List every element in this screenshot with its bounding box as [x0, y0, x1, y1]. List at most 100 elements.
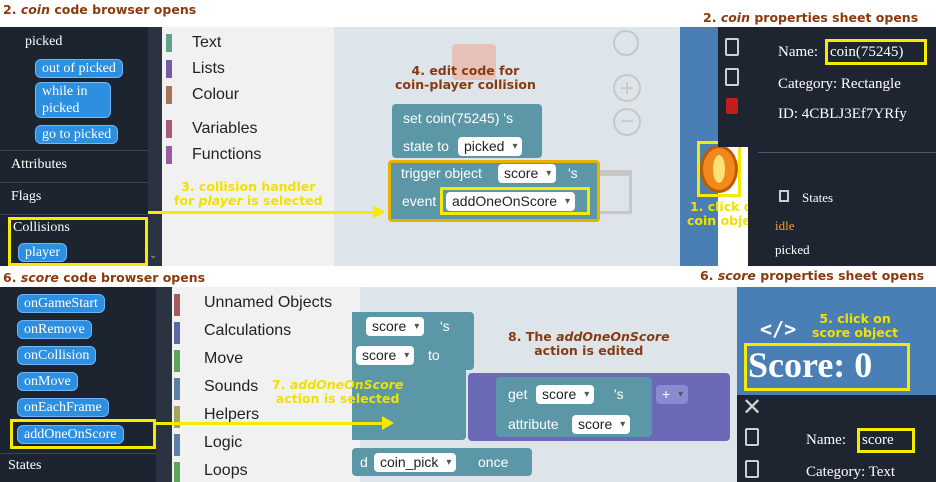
category-color-colour [166, 86, 172, 104]
highlight-score-object [744, 343, 910, 391]
copy-icon[interactable] [725, 38, 739, 56]
arrow-collision-line [148, 211, 373, 214]
pill-add-one-on-score[interactable]: addOneOnScore [17, 425, 124, 444]
event-dropdown[interactable]: addOneOnScore [446, 192, 576, 211]
coin-name-value[interactable]: coin(75245) [830, 44, 904, 60]
score-name-value[interactable]: score [862, 432, 894, 448]
pill-on-move[interactable]: onMove [17, 372, 78, 391]
screenshot-icon[interactable] [745, 460, 759, 478]
play-sound-prefix: d [360, 454, 368, 470]
attribute-dropdown[interactable]: score [572, 415, 631, 434]
delete-icon[interactable] [726, 98, 738, 114]
sidebar-divider [0, 150, 148, 151]
zoom-out-icon[interactable]: − [613, 108, 641, 136]
sidebar-divider [0, 182, 148, 183]
pill-on-remove[interactable]: onRemove [17, 320, 92, 339]
trigger-block[interactable] [388, 160, 600, 222]
trigger-suffix: 's [568, 165, 578, 181]
category-color-logic [174, 434, 180, 456]
category-color-text [166, 34, 172, 52]
sidebar-scrollbar[interactable] [156, 287, 172, 482]
highlight-score-name [857, 428, 915, 453]
category-calculations[interactable]: Calculations [204, 322, 292, 339]
category-color-helpers [174, 406, 180, 428]
score-properties-panel [767, 395, 936, 482]
highlight-coin-name [825, 39, 927, 65]
sidebar-section-flags[interactable]: Flags [11, 189, 42, 204]
category-move[interactable]: Move [204, 350, 244, 367]
copy-icon[interactable] [745, 428, 759, 446]
category-color-loops [174, 462, 180, 482]
category-color-unnamed [174, 294, 180, 316]
state-dropdown[interactable]: picked [458, 137, 523, 156]
close-icon[interactable]: ✕ [742, 394, 763, 421]
category-variables[interactable]: Variables [192, 120, 258, 137]
faded-coin-icon [452, 44, 496, 80]
sidebar-divider [0, 214, 148, 215]
once-label: once [478, 454, 509, 470]
sidebar-section-attributes[interactable]: Attributes [11, 157, 67, 172]
code-icon[interactable]: </> [760, 317, 797, 341]
get-suffix: 's [614, 386, 624, 402]
note-collision-handler: 3. collision handler for player is selec… [174, 179, 323, 208]
category-loops[interactable]: Loops [204, 462, 248, 479]
category-color-lists [166, 60, 172, 78]
coin-properties-panel [748, 27, 936, 266]
props-divider [758, 152, 936, 153]
category-menu [162, 27, 334, 266]
attribute-label: attribute [508, 416, 559, 432]
get-object-dropdown[interactable]: score [536, 385, 595, 404]
category-unnamed-objects[interactable]: Unnamed Objects [204, 294, 333, 311]
game-canvas-bottom[interactable] [737, 287, 936, 395]
pill-out-of-picked[interactable]: out of picked [35, 59, 123, 78]
score-object-dropdown[interactable]: score [366, 317, 425, 336]
state-idle[interactable]: idle [775, 218, 795, 233]
category-color-calculations [174, 322, 180, 344]
screenshot-icon[interactable] [725, 68, 739, 86]
pill-player[interactable]: player [18, 243, 67, 262]
sidebar-section-states[interactable]: States [8, 458, 42, 473]
pill-while-in-picked[interactable]: while in picked [35, 82, 111, 118]
caption-coin-code-browser: 2. coin code browser opens [3, 2, 197, 17]
state-picked[interactable]: picked [775, 242, 810, 257]
category-text[interactable]: Text [192, 34, 222, 51]
highlight-edited-block [466, 372, 732, 374]
pill-on-game-start[interactable]: onGameStart [17, 294, 105, 313]
pill-go-to-picked[interactable]: go to picked [35, 125, 119, 144]
note-action-selected: 7. addOneOnScore action is selected [272, 377, 404, 406]
category-helpers[interactable]: Helpers [204, 406, 260, 423]
pill-on-collision[interactable]: onCollision [17, 346, 97, 365]
coin-id: ID: 4CBLJ3Ef7YRfy [778, 106, 907, 122]
sidebar-section-collisions[interactable]: Collisions [13, 220, 70, 235]
category-colour[interactable]: Colour [192, 86, 240, 103]
category-lists[interactable]: Lists [192, 60, 225, 77]
category-functions[interactable]: Functions [192, 146, 262, 163]
caption-score-code-browser: 6. score code browser opens [3, 270, 206, 285]
recenter-icon[interactable] [613, 30, 639, 56]
score-toolbar [737, 395, 767, 482]
score-attr-dropdown[interactable]: score [356, 346, 415, 365]
trigger-object-dropdown[interactable]: score [498, 164, 557, 183]
operator-dropdown[interactable]: + [656, 385, 689, 404]
category-color-variables [166, 120, 172, 138]
score-object[interactable]: Score: 0 [748, 345, 873, 385]
highlight-event-dropdown [440, 187, 590, 215]
trash-icon[interactable] [596, 170, 632, 214]
trigger-object-label: trigger object [401, 165, 482, 181]
sidebar-scrollbar[interactable] [148, 27, 162, 266]
note-action-edited: 8. The addOneOnScore action is edited [508, 329, 670, 358]
category-logic[interactable]: Logic [204, 434, 243, 451]
caption-score-properties: 6. score properties sheet opens [700, 268, 925, 283]
zoom-in-icon[interactable]: + [613, 74, 641, 102]
arrow-selected-line [156, 422, 382, 425]
score-name-label: Name: [806, 432, 846, 448]
set-score-body[interactable] [352, 370, 466, 440]
category-sounds[interactable]: Sounds [204, 378, 259, 395]
get-label: get [508, 386, 528, 402]
pill-on-each-frame[interactable]: onEachFrame [17, 398, 109, 417]
chevron-down-icon[interactable]: ⌄ [149, 250, 158, 261]
sound-dropdown[interactable]: coin_pick [374, 453, 457, 472]
